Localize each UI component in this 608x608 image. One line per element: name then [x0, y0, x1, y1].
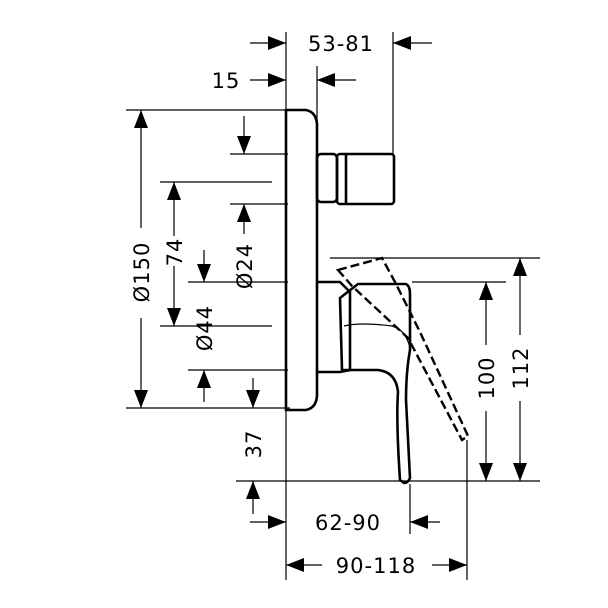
dim-depth-total: 90-118: [336, 554, 416, 578]
diverter-knob: [335, 152, 396, 206]
dim-center-offset: 74: [163, 238, 187, 267]
dim-total-height: 112: [509, 346, 533, 389]
lever-open-position: [335, 256, 470, 442]
wall-plate: [284, 108, 319, 412]
dim-inner-diameter: Ø44: [193, 305, 217, 351]
dim-top-span: 53-81: [308, 32, 374, 56]
dim-depth-lever: 62-90: [315, 511, 381, 535]
dim-port-diameter: Ø24: [233, 243, 257, 289]
dim-inset: 15: [212, 69, 241, 93]
dim-outer-diameter: Ø150: [130, 242, 154, 303]
mixer-lever: [338, 282, 412, 485]
dimension-arrows: [134, 36, 527, 572]
mixer-body: [284, 108, 470, 485]
dimension-labels: 53-81 15 Ø150 74 Ø24 Ø44 37 100 112 62-9…: [128, 30, 534, 578]
dim-lever-height: 100: [475, 356, 499, 399]
dim-bottom-gap: 37: [242, 430, 266, 459]
diverter-stem: [315, 152, 339, 204]
extension-lines: [126, 32, 540, 580]
mixer-housing: [317, 280, 352, 374]
